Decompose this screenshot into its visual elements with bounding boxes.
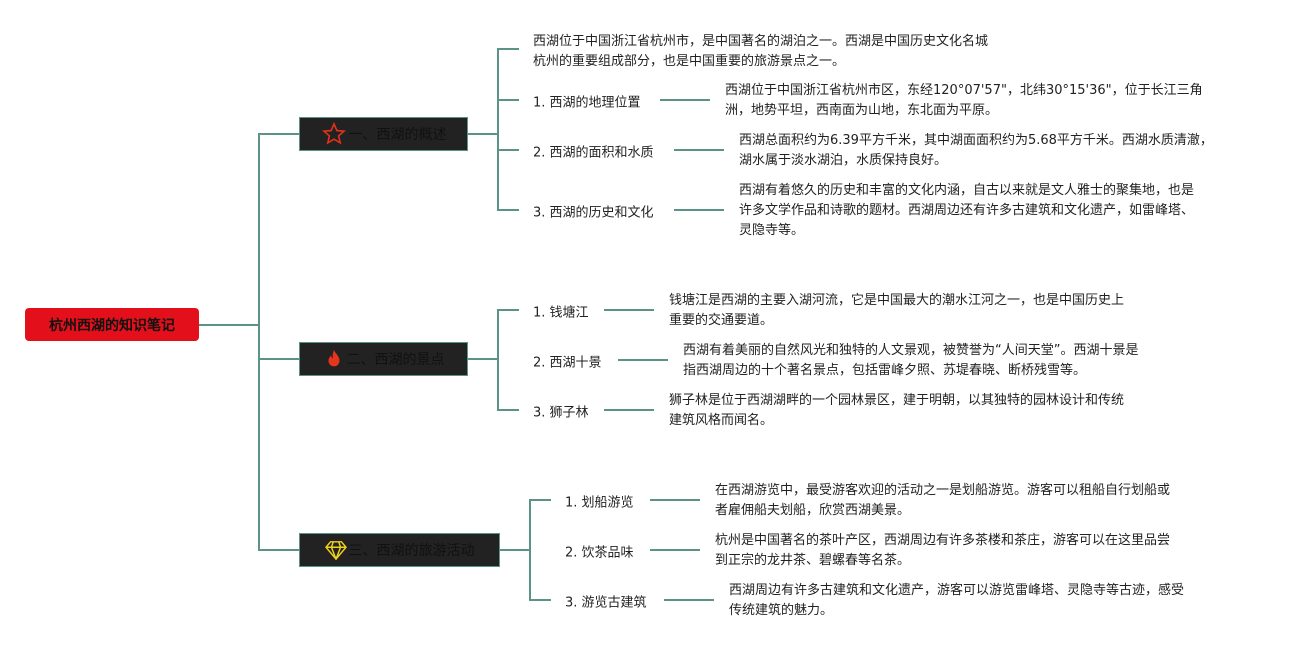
topic-label[interactable]: 2. 西湖十景 <box>533 355 602 371</box>
diamond-icon <box>324 540 347 560</box>
connector <box>497 209 519 211</box>
connector <box>259 358 299 360</box>
section-activities[interactable]: 三、西湖的旅游活动 <box>299 533 500 567</box>
topic-label[interactable]: 3. 西湖的历史和文化 <box>533 205 654 221</box>
star-icon <box>321 122 347 146</box>
topic-text: 钱塘江是西湖的主要入湖河流，它是中国最大的潮水江河之一，也是中国历史上重要的交通… <box>669 293 1125 328</box>
connector <box>604 409 654 411</box>
connector <box>258 133 260 551</box>
connector <box>259 549 299 551</box>
section-title: 三、西湖的旅游活动 <box>348 543 475 559</box>
section-title: 一、西湖的概述 <box>348 127 447 143</box>
connector <box>468 133 498 135</box>
connector <box>604 309 654 311</box>
topic-label[interactable]: 1. 钱塘江 <box>533 305 589 321</box>
connector <box>468 358 498 360</box>
connector <box>660 99 710 101</box>
connector <box>497 48 499 210</box>
topic-text: 狮子林是位于西湖湖畔的一个园林景区，建于明朝，以其独特的园林设计和传统建筑风格而… <box>669 393 1125 428</box>
root-node[interactable]: 杭州西湖的知识笔记 <box>25 308 199 341</box>
topic-label[interactable]: 1. 西湖的地理位置 <box>533 95 641 111</box>
connector <box>618 359 668 361</box>
topic-label[interactable]: 2. 饮茶品味 <box>565 545 634 561</box>
connector <box>199 324 259 326</box>
connector <box>650 549 700 551</box>
topic-text: 西湖周边有许多古建筑和文化遗产，游客可以游览雷峰塔、灵隐寺等古迹，感受传统建筑的… <box>729 583 1185 618</box>
topic-label[interactable]: 3. 游览古建筑 <box>565 595 647 611</box>
topic-text: 在西湖游览中，最受游客欢迎的活动之一是划船游览。游客可以租船自行划船或者雇佣船夫… <box>715 483 1171 518</box>
connector <box>664 599 714 601</box>
connector <box>529 599 551 601</box>
fire-icon <box>323 348 345 370</box>
connector <box>500 549 530 551</box>
topic-label[interactable]: 2. 西湖的面积和水质 <box>533 145 654 161</box>
connector <box>674 209 724 211</box>
topic-text: 杭州是中国著名的茶叶产区，西湖周边有许多茶楼和茶庄，游客可以在这里品尝到正宗的龙… <box>715 533 1171 568</box>
connector <box>497 409 519 411</box>
connector <box>497 149 519 151</box>
section-attractions[interactable]: 二、西湖的景点 <box>299 342 468 376</box>
section-title: 二、西湖的景点 <box>346 352 445 368</box>
connector <box>674 149 724 151</box>
connector <box>529 499 531 601</box>
section-overview[interactable]: 一、西湖的概述 <box>299 117 468 151</box>
connector <box>497 48 519 50</box>
topic-label[interactable]: 1. 划船游览 <box>565 495 634 511</box>
topic-text: 西湖有着美丽的自然风光和独特的人文景观，被赞誉为“人间天堂”。西湖十景是指西湖周… <box>683 343 1139 378</box>
root-title: 杭州西湖的知识笔记 <box>49 317 175 334</box>
connector <box>650 499 700 501</box>
connector <box>497 99 519 101</box>
connector <box>529 499 551 501</box>
overview-intro: 西湖位于中国浙江省杭州市，是中国著名的湖泊之一。西湖是中国历史文化名城杭州的重要… <box>533 34 989 69</box>
topic-label[interactable]: 3. 狮子林 <box>533 405 589 421</box>
connector <box>259 133 299 135</box>
connector <box>497 309 499 411</box>
topic-text: 西湖位于中国浙江省杭州市区，东经120°07'57"，北纬30°15'36"，位… <box>725 83 1203 118</box>
topic-text: 西湖总面积约为6.39平方千米，其中湖面面积约为5.68平方千米。西湖水质清澈，… <box>739 133 1213 168</box>
topic-text: 西湖有着悠久的历史和丰富的文化内涵，自古以来就是文人雅士的聚集地，也是许多文学作… <box>739 183 1195 238</box>
connector <box>497 309 519 311</box>
